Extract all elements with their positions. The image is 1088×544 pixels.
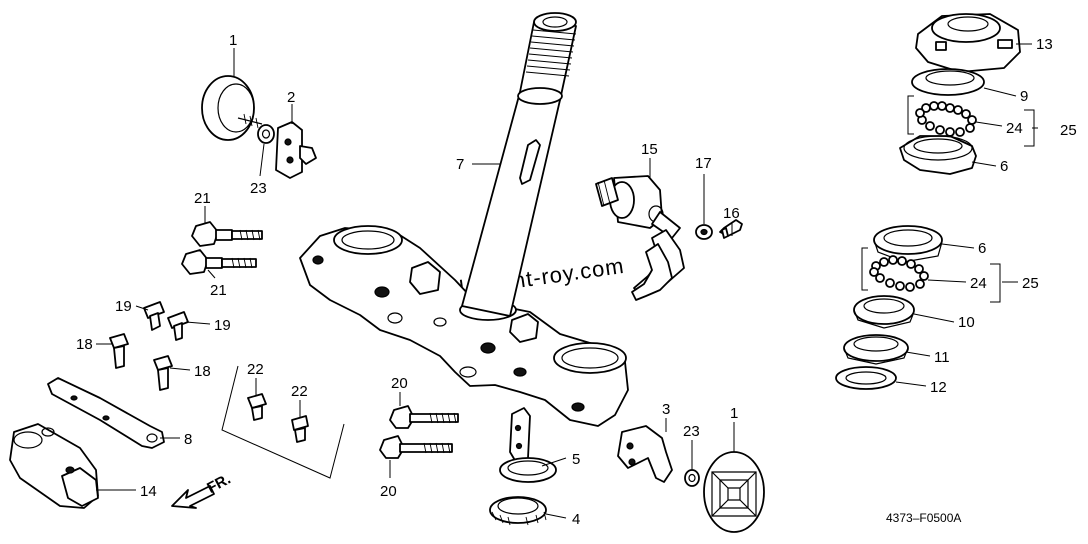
- callout-10: 10: [958, 314, 975, 331]
- dust-seal-lower[interactable]: [489, 496, 547, 526]
- pin-16[interactable]: [719, 219, 743, 239]
- callout-21-lower: 21: [210, 282, 227, 299]
- part-22-group-box: [221, 365, 345, 479]
- callout-17: 17: [695, 155, 712, 172]
- callout-6-upper: 6: [1000, 158, 1008, 175]
- steering-stem-nut[interactable]: [915, 13, 1021, 73]
- lower-ball-race-outer[interactable]: [873, 225, 943, 263]
- callout-25-upper: 25: [1060, 122, 1077, 139]
- steel-balls-upper[interactable]: [915, 101, 977, 137]
- callout-20-upper: 20: [391, 375, 408, 392]
- flange-bolt-21-lower[interactable]: [181, 249, 257, 275]
- flange-bolt-21-upper[interactable]: [191, 221, 263, 247]
- callout-4: 4: [572, 511, 580, 528]
- screw-22-left[interactable]: [247, 393, 267, 421]
- callout-19-left: 19: [115, 298, 132, 315]
- callout-12: 12: [930, 379, 947, 396]
- steering-stem-lower-bridge[interactable]: [299, 225, 629, 427]
- callout-5: 5: [572, 451, 580, 468]
- lower-ball-race-inner[interactable]: [853, 295, 915, 329]
- steel-balls-lower[interactable]: [869, 255, 929, 292]
- callout-21-upper: 21: [194, 190, 211, 207]
- leader-lines: [96, 43, 1038, 519]
- callout-1-upper: 1: [229, 32, 237, 49]
- callout-7: 7: [456, 156, 464, 173]
- callout-20-lower: 20: [380, 483, 397, 500]
- key-set[interactable]: [631, 211, 685, 301]
- callout-16: 16: [723, 205, 740, 222]
- steering-lock-cylinder[interactable]: [595, 175, 664, 229]
- bolt-20-upper[interactable]: [389, 405, 459, 429]
- callout-23-upper: 23: [250, 180, 267, 197]
- callout-9: 9: [1020, 88, 1028, 105]
- steering-stem-shaft[interactable]: [461, 12, 577, 317]
- bolt-20-lower[interactable]: [379, 435, 453, 459]
- callout-18-left: 18: [76, 336, 93, 353]
- bracket-right[interactable]: [275, 121, 317, 179]
- screw-19-right[interactable]: [167, 311, 189, 341]
- dust-seal-11[interactable]: [843, 334, 909, 365]
- callout-23-lower: 23: [683, 423, 700, 440]
- screw-22-right[interactable]: [291, 415, 309, 443]
- callout-25-lower: 25: [1022, 275, 1039, 292]
- callout-13: 13: [1036, 36, 1053, 53]
- upper-ball-race-inner[interactable]: [911, 68, 985, 96]
- upper-ball-race-outer[interactable]: [899, 135, 977, 175]
- front-direction-arrow: FR.: [171, 471, 234, 509]
- bolt-18-right[interactable]: [153, 355, 173, 391]
- callout-6-lower: 6: [978, 240, 986, 257]
- washer-upper[interactable]: [257, 124, 275, 144]
- bolt-18-left[interactable]: [109, 333, 129, 369]
- callout-22-left: 22: [247, 361, 264, 378]
- stay-plate[interactable]: [47, 377, 165, 449]
- callout-14: 14: [140, 483, 157, 500]
- callout-19-right: 19: [214, 317, 231, 334]
- callout-numbers: 1 2 23 21 21 19 19 18 18 8 14 22 22 20 2…: [76, 32, 1077, 528]
- callout-11: 11: [934, 349, 950, 366]
- callout-24-lower: 24: [970, 275, 987, 292]
- group-brackets: [861, 95, 1035, 303]
- callout-15: 15: [641, 141, 658, 158]
- callout-18-right: 18: [194, 363, 211, 380]
- dust-cap-lower[interactable]: [703, 451, 765, 533]
- figure-code: 4373–F0500A: [886, 511, 961, 525]
- dust-seal-bracket[interactable]: [499, 407, 557, 483]
- dust-cap-upper[interactable]: [201, 75, 263, 141]
- ignition-switch-body[interactable]: [9, 423, 99, 509]
- callout-1-lower: 1: [730, 405, 738, 422]
- washer-12[interactable]: [835, 366, 897, 390]
- callout-22-right: 22: [291, 383, 308, 400]
- callout-24-upper: 24: [1006, 120, 1023, 137]
- callout-8: 8: [184, 431, 192, 448]
- bracket-left[interactable]: [617, 425, 673, 483]
- washer-17[interactable]: [695, 224, 713, 240]
- screw-19-left[interactable]: [143, 301, 165, 331]
- washer-lower[interactable]: [684, 469, 700, 487]
- callout-3: 3: [662, 401, 670, 418]
- callout-2: 2: [287, 89, 295, 106]
